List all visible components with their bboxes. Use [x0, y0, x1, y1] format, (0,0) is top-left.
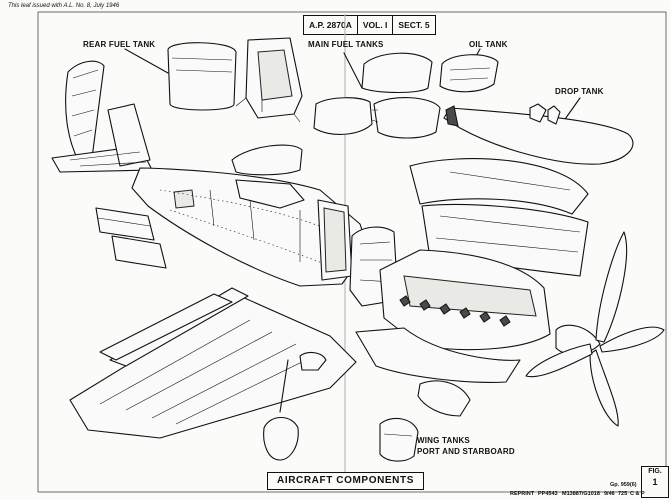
wing-tanks-label: WING TANKS [417, 436, 470, 445]
footer-code-1: PP4543 [538, 491, 558, 497]
propeller-blades [525, 231, 665, 427]
oil-tank-part [439, 54, 499, 93]
footer-code-3: 9/46 [604, 491, 615, 497]
wing-part [69, 295, 357, 439]
footer-code-5: C & P [630, 491, 645, 497]
footer-code-2: M13887/G1018 [562, 491, 600, 497]
figure-number-box: FIG. 1 [641, 466, 669, 498]
landing-gear-wheel [263, 416, 299, 461]
lower-cowling-part [355, 327, 521, 383]
rear-fuel-tank-part [167, 42, 237, 111]
fig-word: FIG. [648, 468, 662, 475]
rudder-part [65, 60, 105, 161]
rear-fuel-tank-label: REAR FUEL TANK [83, 40, 156, 49]
radiator-fairing-part [417, 380, 471, 417]
footer-code-6: Gp. 959(6) [610, 482, 637, 488]
drop-tank-label: DROP TANK [555, 87, 604, 96]
ap-reference: A.P. 2870A [309, 20, 352, 30]
fig-number: 1 [652, 477, 658, 487]
main-fuel-tank-lower [313, 97, 373, 135]
diagram-title: AIRCRAFT COMPONENTS [267, 472, 424, 490]
flap-part [95, 207, 155, 241]
page-frame [37, 11, 667, 493]
footer-code-4: 725 [618, 491, 628, 497]
footer-reprint: REPRINT [510, 491, 535, 497]
main-fuel-tank-lower-right [373, 97, 441, 139]
main-fuel-tank-upper [361, 52, 433, 93]
volume-label: VOL. I [356, 16, 393, 34]
canopy-part [231, 144, 303, 176]
main-fuel-tanks-label: MAIN FUEL TANKS [308, 40, 384, 49]
issue-note: This leaf issued with A.L. No. 8, July 1… [8, 3, 120, 9]
aileron-part [99, 293, 233, 361]
oil-tank-label: OIL TANK [469, 40, 508, 49]
exhaust-stubs [399, 295, 511, 327]
document-reference-header: A.P. 2870A VOL. I SECT. 5 [303, 15, 436, 35]
wing-tanks-sublabel: PORT AND STARBOARD [417, 447, 515, 456]
rivet-lines [159, 189, 341, 271]
section-label: SECT. 5 [392, 16, 434, 34]
wing-tank-part [379, 417, 419, 462]
